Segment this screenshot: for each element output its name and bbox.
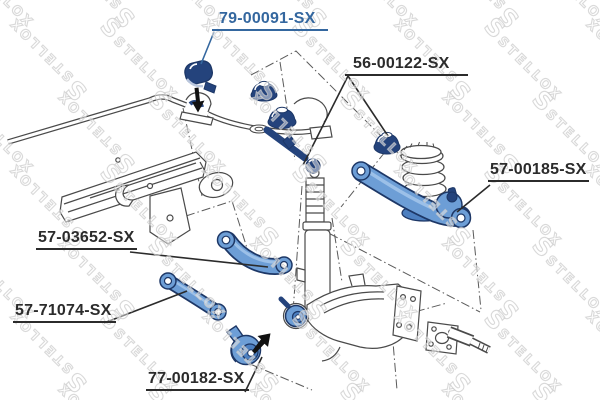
trailing-arm-bushing-part xyxy=(225,325,262,366)
part-label-79-00091-SX[interactable]: 79-00091-SX xyxy=(212,10,328,31)
subframe xyxy=(59,151,234,245)
part-label-57-00185-SX[interactable]: 57-00185-SX xyxy=(488,161,589,182)
part-label-57-71074-SX[interactable]: 57-71074-SX xyxy=(13,302,116,323)
stabilizer-link-assembly xyxy=(249,80,401,174)
lateral-link xyxy=(159,272,227,321)
part-label-57-03652-SX[interactable]: 57-03652-SX xyxy=(36,229,137,250)
stub-axle xyxy=(425,321,491,355)
part-label-77-00182-SX[interactable]: 77-00182-SX xyxy=(146,370,249,391)
explode-arrows xyxy=(192,87,271,354)
lower-control-arm xyxy=(351,161,472,229)
stabilizer-bar xyxy=(7,92,333,145)
leader-lines xyxy=(103,31,491,393)
trailing-arm-bushing-installed xyxy=(278,296,308,328)
stabilizer-bushing-clamp-part xyxy=(184,60,217,94)
upper-control-arm xyxy=(216,230,293,275)
part-label-56-00122-SX[interactable]: 56-00122-SX xyxy=(345,55,468,76)
